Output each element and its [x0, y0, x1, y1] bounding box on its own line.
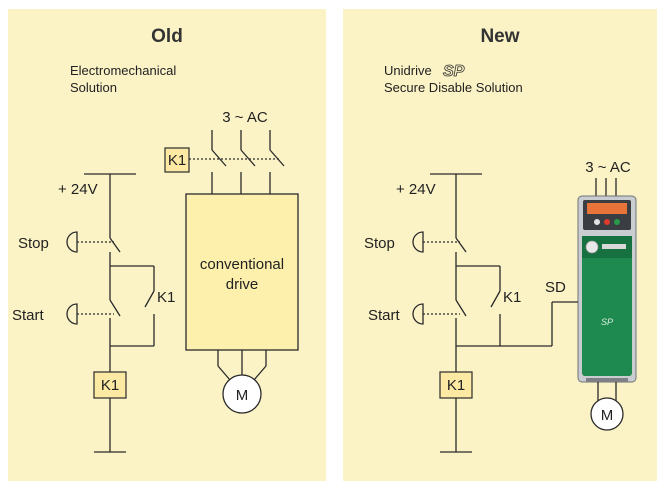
new-relay-coil: [439, 371, 473, 399]
new-panel-subtitle-line1: Unidrive: [384, 63, 432, 78]
old-start-label: Start: [12, 307, 45, 324]
new-supply-label: 3 ~ AC: [585, 159, 631, 176]
new-stop-label: Stop: [364, 235, 395, 252]
old-panel-title: Old: [151, 26, 183, 47]
old-motor-leads: [217, 350, 267, 381]
unidrive-sp-logo: SP: [443, 63, 465, 80]
old-panel-subtitle-line2: Solution: [70, 80, 117, 95]
old-holding-contact-label: K1: [157, 289, 175, 306]
conventional-drive-box: [185, 193, 299, 351]
old-contactor-relay-label: K1: [168, 152, 186, 169]
new-motor-leads: [597, 382, 617, 402]
old-stop-pushbutton: [66, 231, 78, 253]
new-panel-title: New: [480, 26, 519, 47]
new-start-label: Start: [368, 307, 401, 324]
old-contactor-relay-box: [164, 147, 190, 173]
old-panel-subtitle-line1: Electromechanical: [70, 63, 176, 78]
new-start-pushbutton: [412, 303, 424, 325]
new-panel: New Unidrive SP Secure Disable Solution …: [343, 9, 657, 481]
old-motor-label: M: [236, 387, 249, 404]
new-motor-symbol: [590, 397, 624, 431]
old-contactor-contacts: [189, 130, 285, 194]
drive-display: [587, 203, 627, 214]
old-panel: Old Electromechanical Solution 3 ~ AC K1…: [8, 9, 326, 481]
old-relay-coil-label: K1: [101, 377, 119, 394]
svg-text:SP: SP: [601, 317, 613, 327]
old-motor-symbol: [222, 374, 262, 414]
new-motor-label: M: [601, 407, 614, 424]
old-stop-label: Stop: [18, 235, 49, 252]
new-control-wiring: [423, 174, 578, 453]
new-relay-coil-label: K1: [447, 377, 465, 394]
drive-label-line1: conventional: [200, 256, 284, 273]
old-supply-label: 3 ~ AC: [222, 109, 268, 126]
old-dc-label: + 24V: [58, 181, 98, 198]
old-control-wiring: [77, 174, 155, 453]
new-panel-subtitle-line2: Secure Disable Solution: [384, 80, 523, 95]
new-stop-pushbutton: [412, 231, 424, 253]
new-supply-leads: [595, 178, 617, 196]
drive-label-line2: drive: [226, 276, 259, 293]
old-relay-coil: [93, 371, 127, 399]
secure-disable-label: SD: [545, 279, 566, 296]
new-holding-contact-label: K1: [503, 289, 521, 306]
old-start-pushbutton: [66, 303, 78, 325]
new-dc-label: + 24V: [396, 181, 436, 198]
unidrive-sp-drive-image: SP: [577, 195, 637, 383]
